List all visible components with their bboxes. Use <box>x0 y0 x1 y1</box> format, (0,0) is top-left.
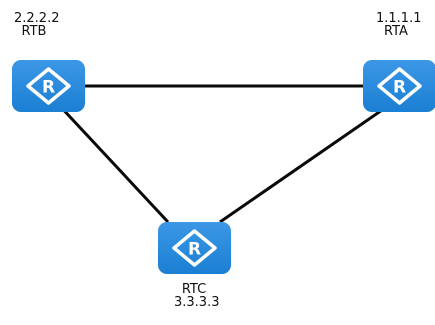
router-rtc-label: RTC 3.3.3.3 <box>174 282 220 310</box>
router-rta-name: RTA <box>384 24 408 39</box>
link-rta-rtc <box>219 106 386 224</box>
router-rtc-name: RTC <box>181 282 207 297</box>
router-rta[interactable]: R <box>363 60 435 112</box>
svg-text:R: R <box>188 240 201 260</box>
router-icon: R <box>26 67 71 105</box>
router-icon: R <box>377 67 422 105</box>
router-rtc-address: 3.3.3.3 <box>174 295 220 310</box>
router-rtb-body <box>12 60 85 112</box>
router-rta-address: 1.1.1.1 <box>376 11 422 26</box>
router-rta-body <box>363 60 435 112</box>
router-rta-label: 1.1.1.1 RTA <box>376 11 422 39</box>
router-rtc[interactable]: R <box>158 222 231 274</box>
svg-text:R: R <box>393 78 406 98</box>
router-rtb-name: RTB <box>21 24 47 39</box>
router-rtb[interactable]: R <box>12 60 85 112</box>
router-rtc-body <box>158 222 231 274</box>
router-icon: R <box>172 229 217 267</box>
router-rtb-address: 2.2.2.2 <box>14 11 60 26</box>
link-rtb-rtc <box>56 102 170 224</box>
svg-text:R: R <box>42 78 55 98</box>
router-rtb-label: 2.2.2.2 RTB <box>14 11 60 39</box>
